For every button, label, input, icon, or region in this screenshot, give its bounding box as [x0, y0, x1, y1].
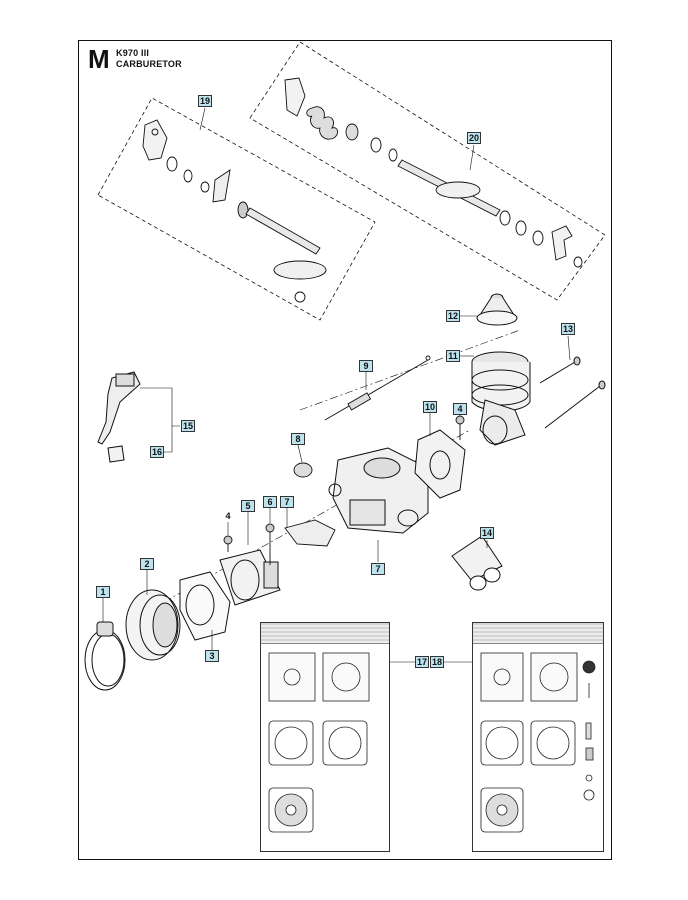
model-name: K970 III: [116, 48, 150, 58]
group-20-outline: [97, 97, 376, 321]
callout-14: 13: [561, 323, 575, 335]
diagram-frame: [78, 40, 612, 860]
leader-lines: [102, 107, 571, 663]
gasket-part-3: [179, 571, 231, 641]
screw-part-4: [223, 415, 465, 552]
intake-spacer-part-5: [219, 549, 281, 606]
callout-9: 8: [291, 433, 305, 445]
kit-bag-seal: [261, 623, 389, 644]
callout-5: 5: [241, 500, 255, 512]
filter-adapter-part-2: [125, 589, 181, 661]
kit-19-contents: [480, 652, 596, 833]
callout-8: 7: [371, 563, 385, 575]
repair-kit-19: [472, 622, 604, 852]
callout-4-upper: 4: [453, 403, 467, 415]
group-21-outline: [249, 41, 606, 301]
primer-part-15: [451, 535, 503, 591]
cable-part-10: [324, 355, 431, 421]
screw-part-6: [265, 523, 275, 565]
callout-1: 1: [96, 586, 110, 598]
callout-21: 20: [467, 132, 481, 144]
bracket-part-11: [414, 429, 466, 499]
callout-10: 9: [359, 360, 373, 372]
diaphragm-part-13: [476, 293, 518, 326]
callout-2: 2: [140, 558, 154, 570]
gasket-kit-18: [260, 622, 390, 852]
callout-18: 17: [415, 656, 429, 668]
callout-7: 7: [280, 496, 294, 508]
callout-15: 14: [480, 527, 494, 539]
callout-3: 3: [205, 650, 219, 662]
callout-11: 10: [423, 401, 437, 413]
callout-13: 12: [446, 310, 460, 322]
throttle-shaft-assembly: [142, 119, 327, 303]
section-title: CARBURETOR: [116, 59, 182, 69]
kit-18-contents: [268, 652, 370, 833]
callout-4-lower: 4: [225, 511, 231, 521]
screws-part-14: [539, 356, 606, 429]
callout-6: 6: [263, 496, 277, 508]
callout-17: 16: [150, 446, 164, 458]
adjuster-part-9: [293, 462, 313, 478]
gasket-plate-part-7: [284, 519, 336, 547]
callout-19: 18: [430, 656, 444, 668]
throttle-link-part-16: [97, 371, 141, 463]
callout-12: 11: [446, 350, 460, 362]
callout-16: 15: [181, 420, 195, 432]
callout-20: 19: [198, 95, 212, 107]
carburetor-body-part-8: [328, 447, 429, 534]
kit-bag-seal: [473, 623, 603, 644]
section-letter: M: [88, 44, 110, 74]
choke-shaft-assembly: [284, 77, 583, 268]
intake-boot-part-12: [471, 351, 531, 446]
hose-clamp-part-1: [84, 621, 126, 691]
